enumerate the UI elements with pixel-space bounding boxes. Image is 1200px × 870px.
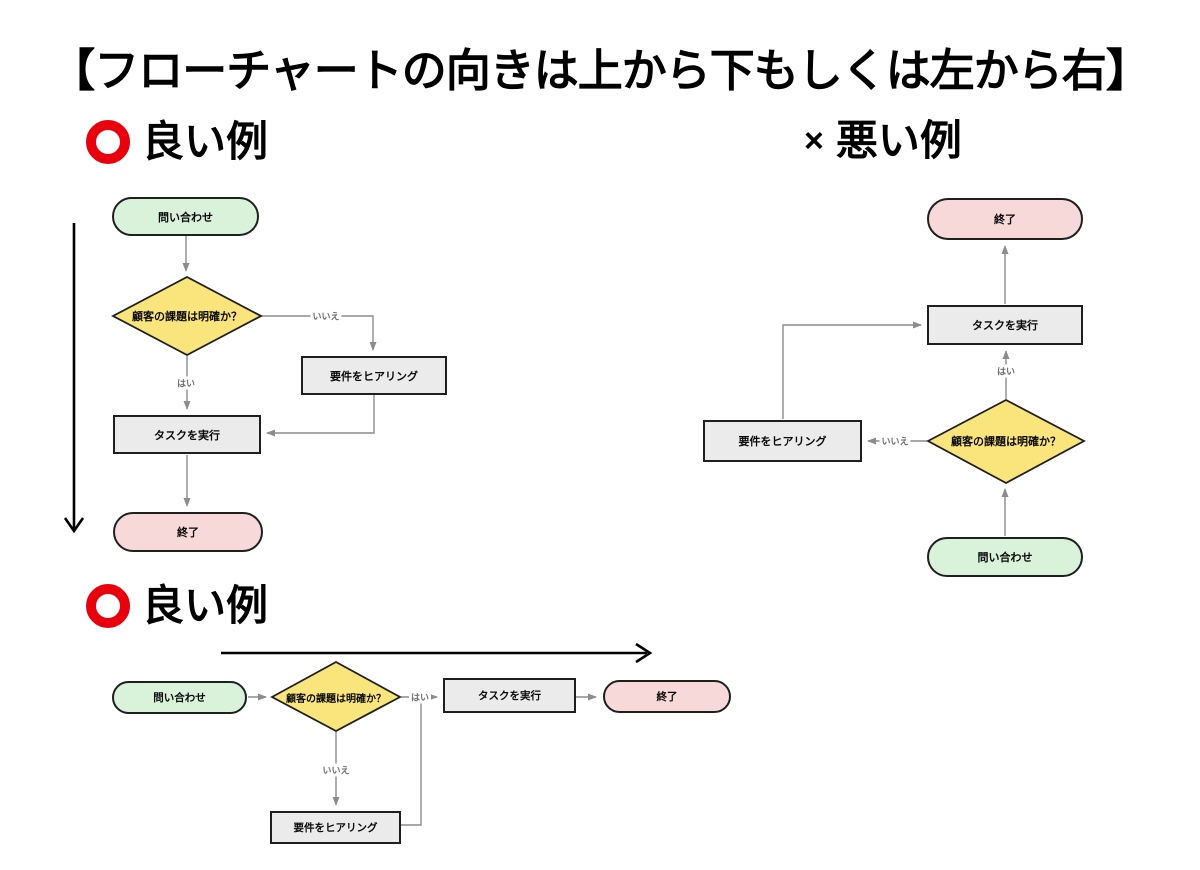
c2-end-node: 終了 (927, 198, 1083, 240)
c2-yes-label: はい (994, 364, 1018, 378)
direction-arrow-right-head (635, 642, 653, 664)
c1-task-node: タスクを実行 (113, 415, 261, 454)
bad-example-cross-icon: × (804, 122, 824, 160)
edge-c2-hearing-task (782, 321, 922, 419)
c3-yes-label: はい (408, 690, 432, 704)
good-example-circle-icon (86, 584, 130, 628)
c1-end-node: 終了 (113, 512, 263, 552)
c1-no-label: いいえ (310, 309, 342, 323)
c2-task-node: タスクを実行 (927, 305, 1083, 345)
decision-diamond-c3 (270, 660, 402, 733)
heading-bad-vertical-label: 悪い例 (835, 117, 962, 164)
heading-good-vertical-label: 良い例 (142, 118, 269, 165)
c3-no-label: いいえ (320, 763, 352, 777)
c2-start-node: 問い合わせ (927, 537, 1083, 577)
c3-decision-label: 顧客の課題は明確か？ (286, 693, 386, 705)
c2-no-label: いいえ (879, 434, 911, 448)
c1-hearing-node: 要件をヒアリング (301, 356, 447, 395)
edge-c3-hearing-merge (400, 698, 422, 826)
direction-arrow-down-head (63, 517, 85, 534)
heading-good-horizontal-label: 良い例 (142, 582, 269, 629)
edge-c1-hearing-task (266, 395, 375, 437)
c3-start-node: 問い合わせ (112, 681, 247, 714)
c2-hearing-node: 要件をヒアリング (703, 420, 862, 462)
c1-start-node: 問い合わせ (112, 197, 259, 236)
page-title: 【フローチャートの向きは上から下もしくは左から右】 (50, 45, 1151, 96)
c1-yes-label: はい (174, 376, 198, 390)
c3-end-node: 終了 (603, 680, 731, 713)
c3-hearing-node: 要件をヒアリング (270, 811, 401, 844)
heading-bad-vertical: × 悪い例 (804, 120, 962, 162)
edge-c1-decision-hearing (261, 315, 377, 351)
c2-decision-label: 顧客の課題は明確か？ (951, 436, 1061, 448)
decision-diamond-c2 (926, 398, 1086, 485)
c3-task-node: タスクを実行 (443, 678, 576, 713)
good-example-circle-icon (86, 120, 130, 164)
decision-diamond-c1 (111, 275, 263, 357)
heading-good-vertical: 良い例 (86, 120, 268, 164)
c1-decision-label: 顧客の課題は明確か？ (132, 311, 242, 323)
heading-good-horizontal: 良い例 (86, 584, 268, 628)
